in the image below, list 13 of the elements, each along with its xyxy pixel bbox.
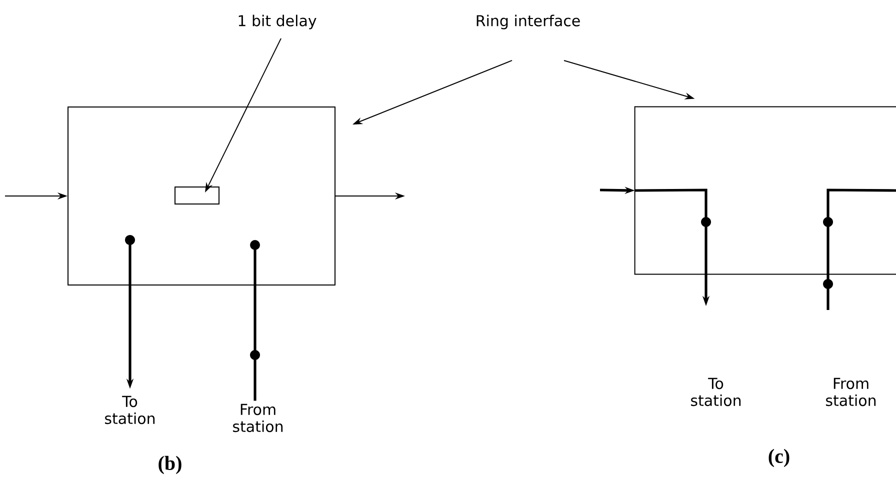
interface-box [634, 106, 896, 275]
interface-box [68, 106, 336, 286]
panel-label: (c) [768, 448, 790, 468]
delay-box [174, 186, 220, 204]
signal-arrow [823, 188, 896, 310]
label-text: 1 bit delay [238, 14, 316, 30]
label-text: Ring interface [476, 14, 580, 30]
label-text: To station [691, 378, 741, 406]
label-text: To station [105, 396, 155, 424]
panel-label: (b) [158, 456, 182, 474]
signal-arrow [250, 240, 260, 401]
label-text: From station [826, 378, 876, 406]
label-text: From station [233, 404, 283, 432]
